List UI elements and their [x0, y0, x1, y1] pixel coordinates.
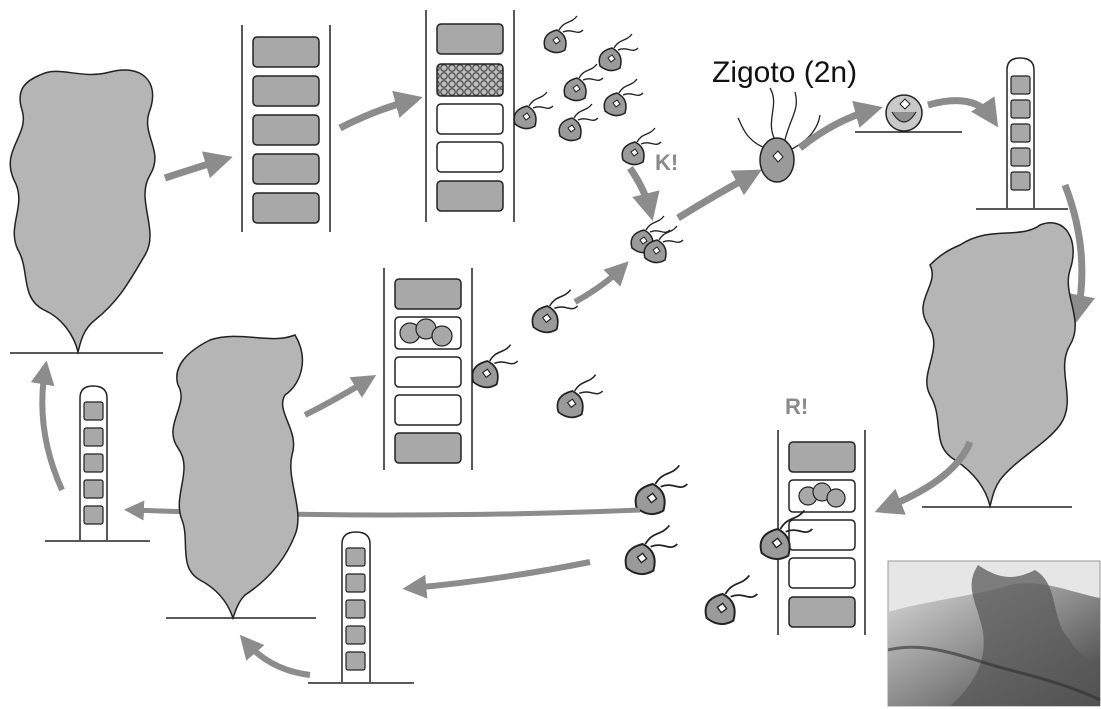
arrow-zygote-settle	[797, 100, 883, 151]
gametes-middle-group	[471, 288, 604, 419]
zoospore-icon	[624, 524, 679, 576]
arrow-sporophyte-to-sporangia	[874, 440, 974, 515]
zoospores-right-group	[624, 464, 814, 626]
arrow-zygote-to-germling	[927, 96, 999, 128]
gametes-top-group	[513, 15, 662, 166]
gamete-icon	[563, 63, 604, 102]
settled-zygote	[855, 94, 962, 133]
gamete-icon	[543, 15, 584, 54]
arrow-to-gametangia	[338, 90, 423, 132]
germling-filament-right	[976, 57, 1068, 210]
zoospore-icon	[704, 574, 759, 626]
gamete-icon	[531, 288, 579, 334]
arrow-fusion-to-zygote	[676, 169, 762, 221]
arrow-bottom-germling-to-thallus	[239, 634, 311, 678]
arrow-gametes-mid-to-fusion	[573, 261, 629, 305]
arrow-thallus-to-gametangia-mid	[303, 375, 377, 418]
arrow-germling-to-sporophyte	[1061, 183, 1095, 323]
zygote-label: Zigoto (2n)	[712, 56, 857, 89]
r-label: R!	[785, 394, 808, 419]
gamete-icon	[513, 91, 554, 130]
gamete-fusion	[630, 215, 684, 264]
gamete-icon	[558, 103, 599, 142]
zygote	[737, 87, 821, 183]
filament-gametangia-middle	[383, 268, 473, 470]
thallus-top-left	[9, 69, 163, 355]
thallus-bottom-middle	[166, 334, 316, 621]
filament-gametangia-top	[425, 10, 515, 222]
germling-filament-left	[45, 385, 150, 542]
zoospore-icon	[634, 464, 689, 516]
gamete-icon	[598, 33, 639, 72]
filament-sporangia-right	[777, 430, 866, 635]
k-label: K!	[655, 150, 678, 175]
thallus-right	[922, 222, 1076, 509]
arrow-left-germling-up	[30, 360, 65, 492]
gamete-icon	[556, 373, 604, 419]
gamete-icon	[603, 78, 644, 117]
arrow-gametes-to-fusion	[627, 166, 660, 221]
arrow-zoospore-to-bottom-germling	[402, 559, 591, 599]
arrow-thallus-to-filament	[163, 151, 233, 182]
seaweed-photo	[887, 560, 1101, 707]
gamete-icon	[471, 343, 519, 389]
filament-vegetative-top	[241, 25, 331, 232]
germling-filament-bottom	[308, 531, 414, 684]
